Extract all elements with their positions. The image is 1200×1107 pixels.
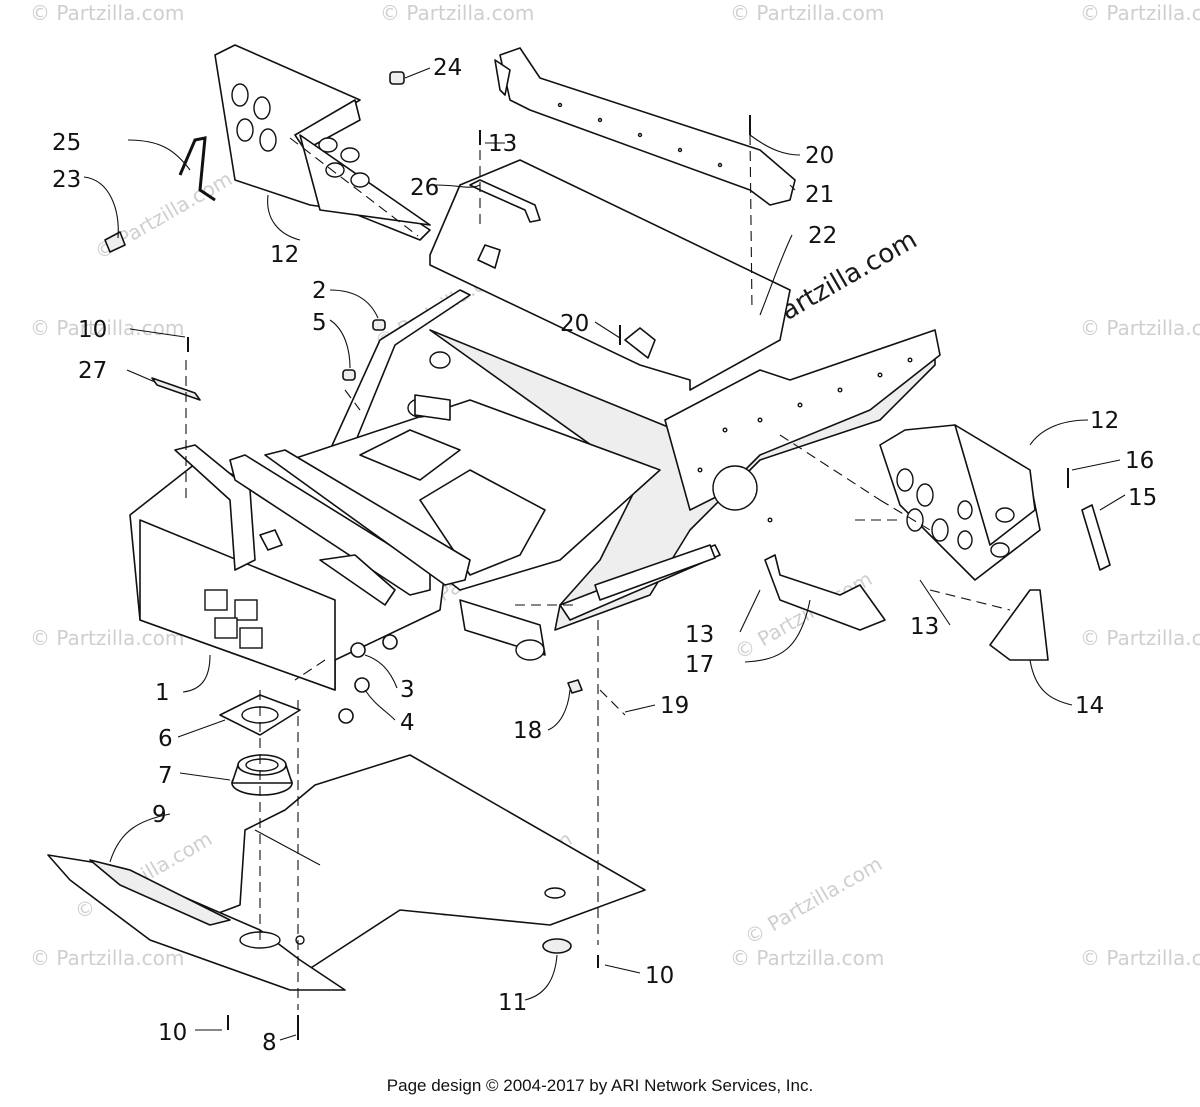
callout-22: 22 xyxy=(808,223,837,249)
callout-17: 17 xyxy=(685,652,714,678)
handle-25 xyxy=(178,136,216,202)
callout-7: 7 xyxy=(158,763,173,789)
callout-9: 9 xyxy=(152,802,167,828)
callout-15: 15 xyxy=(1128,485,1157,511)
callout-13-top: 13 xyxy=(488,131,517,157)
callout-20-mid: 20 xyxy=(560,311,589,337)
shim-27 xyxy=(151,377,201,401)
callout-21: 21 xyxy=(805,182,834,208)
callout-8: 8 xyxy=(262,1030,277,1056)
hinge-15 xyxy=(1081,504,1111,571)
callout-2: 2 xyxy=(312,278,327,304)
tunnel-top-panel xyxy=(429,159,791,391)
watermark: © Partzilla.com xyxy=(380,1,534,25)
callout-16: 16 xyxy=(1125,448,1154,474)
bracket-14 xyxy=(989,589,1049,661)
watermark: © Partzilla.com xyxy=(1080,946,1200,970)
boot-7 xyxy=(231,754,293,796)
watermark: © Partzilla.com xyxy=(1080,1,1200,25)
callout-27: 27 xyxy=(78,358,107,384)
callout-3: 3 xyxy=(400,677,415,703)
leader-lines xyxy=(83,67,1126,1041)
callout-20-top: 20 xyxy=(805,143,834,169)
callout-23: 23 xyxy=(52,167,81,193)
callout-13-left: 13 xyxy=(685,622,714,648)
watermark: © Partzilla.com xyxy=(1080,626,1200,650)
main-chassis xyxy=(129,289,941,724)
callout-25: 25 xyxy=(52,130,81,156)
exploded-parts-diagram: © Partzilla.com © Partzilla.com © Partzi… xyxy=(30,1,1200,1056)
rear-seat-rail xyxy=(494,47,796,206)
clip-18 xyxy=(567,679,583,694)
callout-14: 14 xyxy=(1075,693,1104,719)
assembly-lines xyxy=(185,134,1011,1010)
watermark: © Partzilla.com xyxy=(30,626,184,650)
callout-10c: 10 xyxy=(645,963,674,989)
bolt-23 xyxy=(104,231,126,253)
callout-11: 11 xyxy=(498,990,527,1016)
callout-10a: 10 xyxy=(78,317,107,343)
belly-pan xyxy=(47,754,646,991)
bolt-24 xyxy=(389,71,405,85)
callout-26: 26 xyxy=(410,175,439,201)
callout-13-right: 13 xyxy=(910,614,939,640)
watermark: © Partzilla.com xyxy=(30,946,184,970)
watermark: © Partzilla.com xyxy=(730,946,884,970)
watermark: © Partzilla.com xyxy=(1080,316,1200,340)
callout-6: 6 xyxy=(158,726,173,752)
callout-labels: 1 2 3 4 5 6 7 8 9 10 10 10 20 11 12 12 1… xyxy=(52,55,1157,1056)
watermark: © Partzilla.com xyxy=(30,316,184,340)
callout-18: 18 xyxy=(513,718,542,744)
bracket-17 xyxy=(764,554,886,631)
page-footer: Page design © 2004-2017 by ARI Network S… xyxy=(386,1076,814,1095)
callout-24: 24 xyxy=(433,55,462,81)
watermark: © Partzilla.com xyxy=(30,1,184,25)
watermark: © Partzilla.com xyxy=(741,851,887,949)
callout-5: 5 xyxy=(312,310,327,336)
callout-4: 4 xyxy=(400,710,415,736)
callout-19: 19 xyxy=(660,693,689,719)
right-footrest xyxy=(879,424,1041,581)
callout-12-left: 12 xyxy=(270,242,299,268)
watermark: © Partzilla.com xyxy=(730,1,884,25)
callout-10b: 10 xyxy=(158,1020,187,1046)
callout-1: 1 xyxy=(155,680,170,706)
callout-12-right: 12 xyxy=(1090,408,1119,434)
left-footrest xyxy=(214,44,431,241)
plug-11 xyxy=(542,938,572,954)
